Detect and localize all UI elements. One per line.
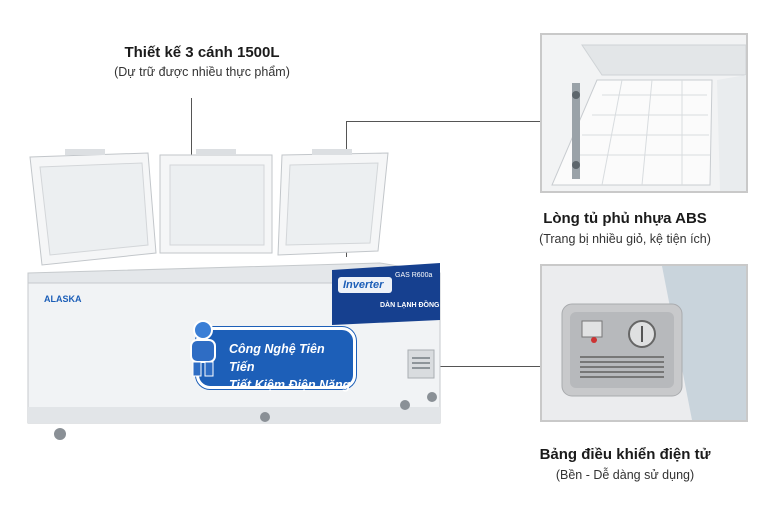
callout-line-capacity xyxy=(191,98,192,188)
feature-control-subtitle: (Bền - Dễ dàng sử dụng) xyxy=(555,468,695,482)
slogan-line-1: Công Nghệ Tiên Tiến xyxy=(229,342,325,374)
callout-line-control xyxy=(437,366,540,367)
feature-abs-subtitle: (Trang bị nhiều giỏ, kệ tiện ích) xyxy=(539,232,711,246)
gas-label: GAS R600a xyxy=(395,272,433,279)
feature-control-title: Bảng điều khiển điện tử xyxy=(539,446,711,463)
brand-logo: ALASKA xyxy=(44,294,82,304)
feature-capacity-title: Thiết kế 3 cánh 1500L xyxy=(124,44,280,61)
interior-photo xyxy=(540,33,748,193)
interior-basket-illustration xyxy=(542,35,746,191)
feature-abs-title: Lòng tủ phủ nhựa ABS xyxy=(543,210,707,227)
slogan-line-2: Tiết Kiệm Điện Năng xyxy=(229,378,351,392)
mascot-icon xyxy=(183,318,223,378)
feature-control-panel: Bảng điều khiển điện tử (Bền - Dễ dàng s… xyxy=(505,446,745,482)
slogan-banner: Công Nghệ Tiên Tiến Tiết Kiệm Điện Năng xyxy=(196,327,356,392)
control-panel-illustration xyxy=(542,266,746,420)
feature-capacity-subtitle: (Dự trữ được nhiều thực phẩm) xyxy=(114,65,290,79)
feature-abs-lining: Lòng tủ phủ nhựa ABS (Trang bị nhiều giỏ… xyxy=(505,210,745,246)
feature-capacity: Thiết kế 3 cánh 1500L (Dự trữ được nhiều… xyxy=(92,44,312,79)
inverter-badge: Inverter xyxy=(343,279,384,291)
control-panel-photo xyxy=(540,264,748,422)
chest-freezer-illustration xyxy=(27,149,441,440)
copper-evaporator-label: DÀN LẠNH ĐỒNG xyxy=(380,302,440,309)
callout-line-abs-horizontal xyxy=(346,121,540,122)
freezer-lids xyxy=(29,149,389,266)
